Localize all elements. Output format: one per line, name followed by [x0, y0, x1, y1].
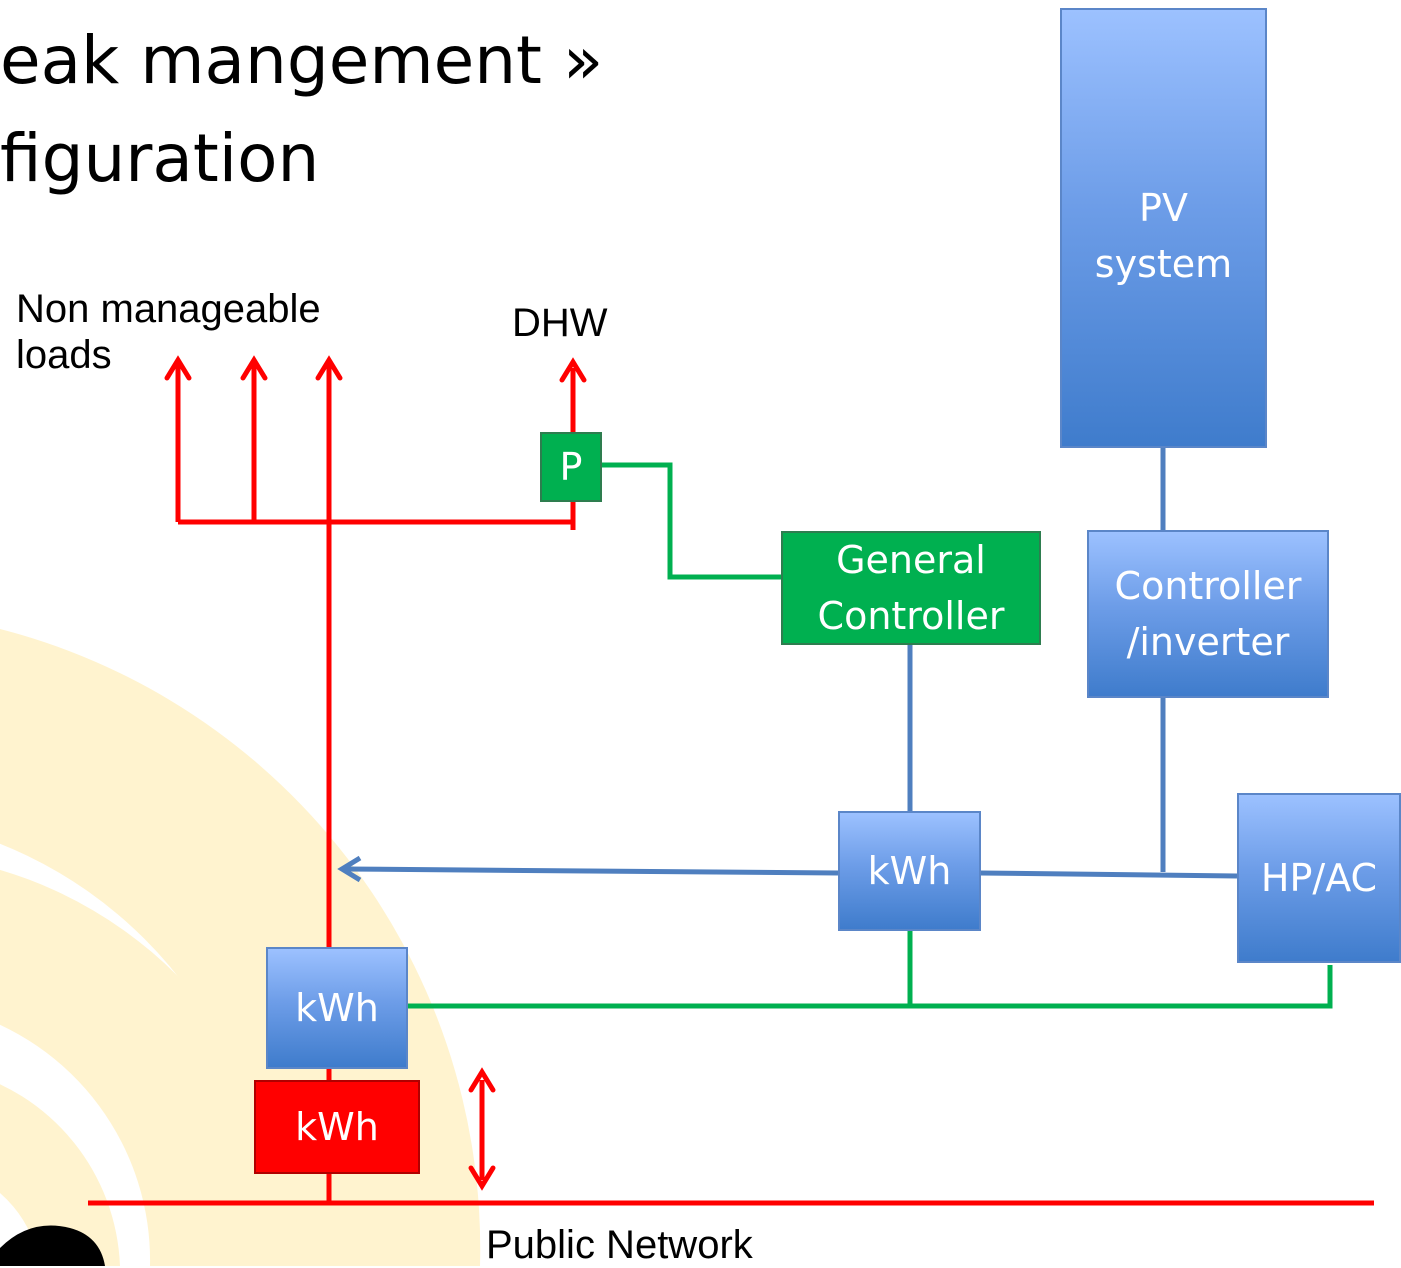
pv-system-box: PV system	[1060, 8, 1267, 448]
kwh-to-hpac-line	[979, 870, 1238, 879]
public-network-label: Public Network	[486, 1223, 753, 1267]
pv-system-label: PV system	[1094, 186, 1233, 286]
load-arrow-3	[315, 355, 343, 381]
logo-arc-middle	[0, 869, 300, 1266]
general-controller-box: General Controller	[781, 531, 1041, 645]
logo-arc-inner	[0, 1084, 120, 1266]
kwh-house-meter-label: kWh	[295, 986, 379, 1030]
network-arrow-down	[468, 1165, 496, 1191]
load-arrow-1	[164, 355, 192, 381]
kwh-house-meter-box: kWh	[266, 947, 408, 1069]
dhw-arrow	[559, 357, 587, 383]
kwh-to-house-line	[344, 866, 839, 876]
power-arrows	[164, 355, 587, 1191]
page-title-line-1: eak mangement »	[0, 22, 604, 99]
non-manageable-loads-label: Non manageable loads	[16, 287, 321, 377]
house-arrow	[337, 855, 362, 883]
control-lines	[408, 462, 1333, 1009]
logo-letters	[0, 1225, 105, 1266]
general-controller-label: General Controller	[817, 538, 1005, 638]
kwh-hp-meter-label: kWh	[867, 849, 952, 893]
dhw-label: DHW	[512, 301, 608, 345]
hp-ac-label: HP/AC	[1260, 856, 1378, 900]
pump-control-line	[600, 462, 782, 580]
pump-label: P	[559, 445, 583, 489]
pump-box: P	[540, 432, 602, 502]
load-arrow-2	[240, 355, 268, 381]
hp-ac-box: HP/AC	[1237, 793, 1401, 963]
kwh-grid-meter-box: kWh	[254, 1080, 420, 1174]
kwh-grid-meter-label: kWh	[295, 1105, 379, 1149]
network-arrow-up	[468, 1067, 496, 1093]
controller-inverter-label: Controller /inverter	[1114, 564, 1302, 664]
controller-inverter-box: Controller /inverter	[1087, 530, 1329, 698]
kwh-hp-meter-box: kWh	[838, 811, 981, 931]
heat-lines	[337, 448, 1238, 883]
page-title-line-2: figuration	[0, 120, 320, 197]
power-lines	[88, 362, 1374, 1206]
meter-control-bus	[408, 965, 1333, 1009]
